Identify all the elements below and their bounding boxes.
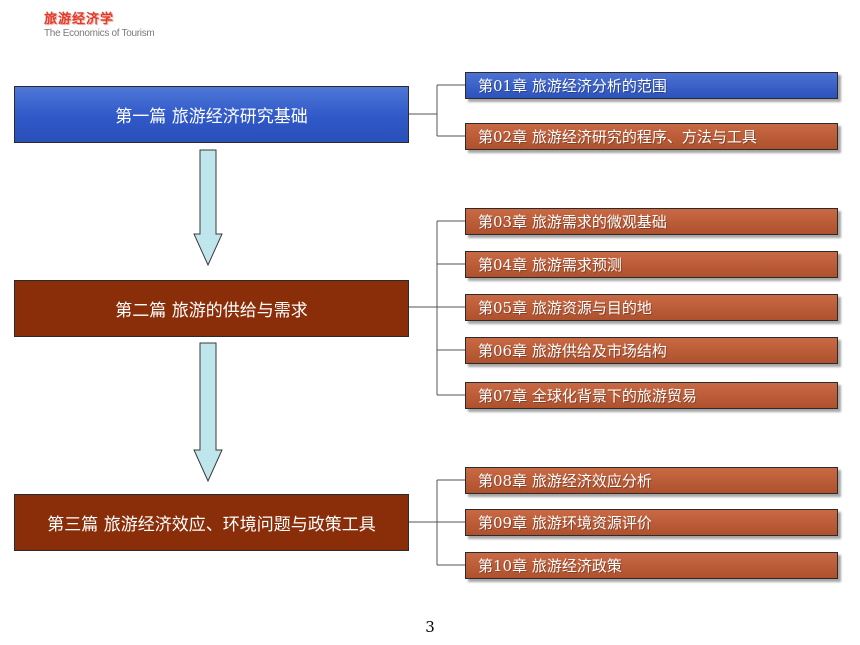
chapter-02-box: 第02章 旅游经济研究的程序、方法与工具 [465, 123, 838, 150]
chapter-08-box: 第08章 旅游经济效应分析 [465, 467, 838, 494]
part-3-box: 第三篇 旅游经济效应、环境问题与政策工具 [14, 494, 409, 551]
chapter-05-box: 第05章 旅游资源与目的地 [465, 294, 838, 321]
bracket-part-3 [409, 479, 465, 566]
chapter-08-label: 第08章 旅游经济效应分析 [478, 472, 652, 490]
chapter-01-box: 第01章 旅游经济分析的范围 [465, 72, 838, 99]
bracket-part-1 [409, 84, 465, 137]
part-2-box: 第二篇 旅游的供给与需求 [14, 280, 409, 337]
part-1-label: 第一篇 旅游经济研究基础 [115, 107, 308, 127]
part-3-label: 第三篇 旅游经济效应、环境问题与政策工具 [47, 515, 376, 535]
chapter-04-box: 第04章 旅游需求预测 [465, 251, 838, 278]
part-2-label: 第二篇 旅游的供给与需求 [115, 301, 308, 321]
chapter-03-label: 第03章 旅游需求的微观基础 [478, 213, 667, 231]
logo: 旅游经济学 The Economics of Tourism [44, 8, 155, 39]
logo-title: 旅游经济学 [44, 12, 115, 27]
chapter-10-box: 第10章 旅游经济政策 [465, 552, 838, 579]
chapter-07-box: 第07章 全球化背景下的旅游贸易 [465, 382, 838, 409]
chapter-05-label: 第05章 旅游资源与目的地 [478, 299, 652, 317]
chapter-10-label: 第10章 旅游经济政策 [478, 557, 622, 575]
page-number: 3 [425, 618, 435, 636]
chapter-09-box: 第09章 旅游环境资源评价 [465, 509, 838, 536]
chapter-01-label: 第01章 旅游经济分析的范围 [478, 77, 667, 95]
down-arrow-icon [193, 149, 223, 267]
part-1-box: 第一篇 旅游经济研究基础 [14, 86, 409, 143]
chapter-03-box: 第03章 旅游需求的微观基础 [465, 208, 838, 235]
chapter-04-label: 第04章 旅游需求预测 [478, 256, 622, 274]
chapter-06-label: 第06章 旅游供给及市场结构 [478, 342, 667, 360]
down-arrow-icon [193, 342, 223, 483]
chapter-02-label: 第02章 旅游经济研究的程序、方法与工具 [478, 128, 757, 146]
chapter-09-label: 第09章 旅游环境资源评价 [478, 514, 652, 532]
logo-subtitle: The Economics of Tourism [44, 28, 155, 39]
chapter-07-label: 第07章 全球化背景下的旅游贸易 [478, 387, 697, 405]
bracket-part-2 [409, 220, 465, 396]
chapter-06-box: 第06章 旅游供给及市场结构 [465, 337, 838, 364]
